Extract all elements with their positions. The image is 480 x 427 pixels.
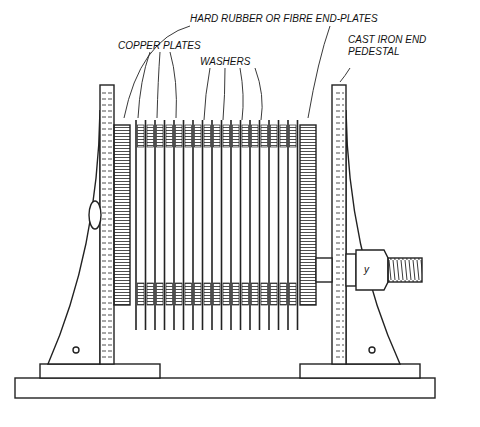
pedestal-foot	[40, 364, 160, 378]
leader-line	[223, 68, 225, 120]
part-label: WASHERS	[200, 56, 250, 68]
copper-plate	[164, 120, 166, 330]
spacer-washer	[214, 283, 221, 305]
copper-plate	[202, 120, 204, 330]
copper-plate	[268, 120, 270, 330]
spacer-washer	[204, 283, 211, 305]
spacer-washer	[185, 125, 192, 147]
leader-line	[157, 52, 160, 118]
copper-plate	[278, 120, 280, 330]
spacer-washer	[242, 125, 249, 147]
spacer-washer	[280, 125, 287, 147]
spacer-washer	[138, 125, 145, 147]
leader-line	[255, 68, 262, 120]
spacer-washer	[157, 125, 164, 147]
plate-stack	[136, 120, 298, 330]
spacer-washer	[176, 125, 183, 147]
spacer-washer	[223, 283, 230, 305]
leader-line	[240, 68, 243, 120]
leader-line	[138, 52, 150, 118]
post-marking	[334, 90, 344, 360]
spacer-washer	[271, 125, 278, 147]
spacer-washer	[166, 283, 173, 305]
copper-plate	[173, 120, 175, 330]
spacer-washer	[233, 283, 240, 305]
end-plate	[114, 125, 130, 305]
copper-plate	[230, 120, 232, 330]
copper-plate	[221, 120, 223, 330]
pedestal-web	[48, 110, 100, 364]
copper-plate	[240, 120, 242, 330]
copper-plate	[259, 120, 261, 330]
leader-line	[308, 26, 330, 118]
washer	[346, 254, 356, 286]
hex-nut	[356, 250, 388, 290]
spacer-washer	[147, 125, 154, 147]
spacer-washer	[233, 125, 240, 147]
spacer-washer	[204, 125, 211, 147]
copper-plate	[154, 120, 156, 330]
spacer-washer	[271, 283, 278, 305]
spacer-washer	[147, 283, 154, 305]
spacer-washer	[290, 283, 297, 305]
spacer-washer	[223, 125, 230, 147]
copper-plate	[145, 120, 147, 330]
bolt-hole	[73, 347, 79, 353]
nut-mark: y	[364, 264, 369, 276]
leader-line	[204, 68, 210, 120]
bolt-collar	[316, 258, 332, 282]
bolt-hole	[369, 347, 375, 353]
spacer-washer	[261, 125, 268, 147]
threaded-rod	[388, 258, 422, 282]
copper-plate	[249, 120, 251, 330]
part-label: HARD RUBBER OR FIBRE END-PLATES	[190, 13, 378, 25]
spacer-washer	[195, 283, 202, 305]
spacer-washer	[252, 125, 259, 147]
post-marking	[102, 90, 112, 360]
pedestal-boss	[89, 201, 101, 229]
end-plate	[300, 125, 316, 305]
pedestal-post	[100, 85, 114, 364]
spacer-washer	[242, 283, 249, 305]
copper-plate	[297, 120, 299, 330]
spacer-washer	[252, 283, 259, 305]
pedestal-web	[346, 110, 400, 364]
spacer-washer	[261, 283, 268, 305]
spacer-washer	[166, 125, 173, 147]
base-board	[15, 378, 435, 398]
copper-plate	[192, 120, 194, 330]
spacer-washer	[290, 125, 297, 147]
spacer-washer	[195, 125, 202, 147]
spacer-washer	[185, 283, 192, 305]
copper-plate	[135, 120, 137, 330]
leader-line	[170, 52, 176, 118]
part-label: CAST IRON END PEDESTAL	[348, 34, 438, 57]
leader-line	[124, 26, 190, 118]
copper-plate	[287, 120, 289, 330]
pedestal-post	[332, 85, 346, 364]
pedestal-foot	[300, 364, 420, 378]
spacer-washer	[138, 283, 145, 305]
spacer-washer	[214, 125, 221, 147]
part-label: COPPER PLATES	[118, 40, 201, 52]
spacer-washer	[176, 283, 183, 305]
leader-line	[340, 68, 350, 82]
copper-plate	[183, 120, 185, 330]
spacer-washer	[157, 283, 164, 305]
copper-plate	[211, 120, 213, 330]
spacer-washer	[280, 283, 287, 305]
